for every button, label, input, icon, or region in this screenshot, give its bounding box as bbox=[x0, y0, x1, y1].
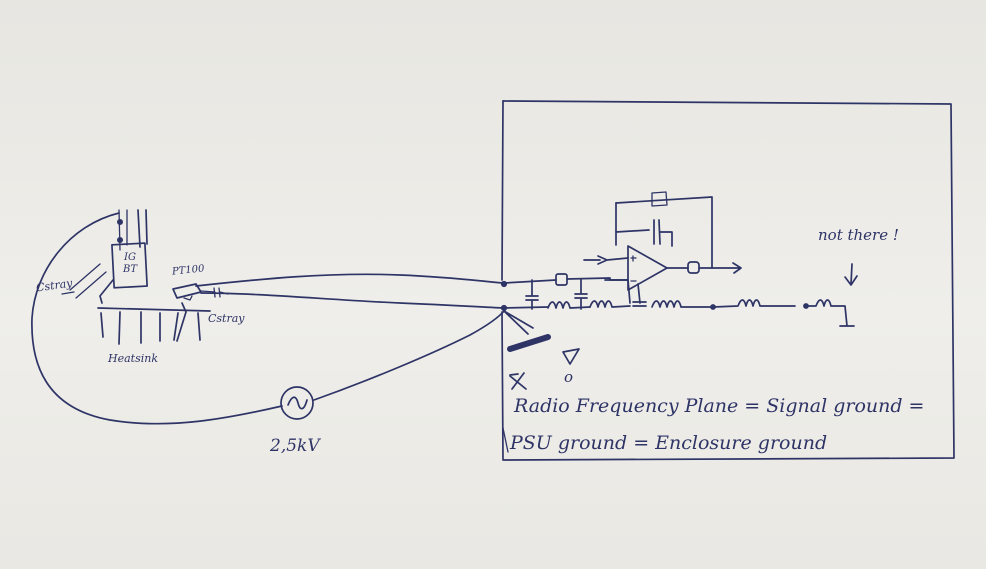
signal-wires bbox=[195, 273, 508, 312]
label-voltage: 2,5kV bbox=[270, 436, 320, 456]
label-small-o: o bbox=[564, 368, 574, 386]
op-amp-circuit bbox=[583, 191, 742, 304]
upper-signal-line bbox=[503, 273, 647, 310]
note-line-2: PSU ground = Enclosure ground bbox=[510, 432, 828, 454]
igbt-block bbox=[99, 209, 148, 304]
lower-ground-line bbox=[503, 299, 855, 327]
down-arrow-icon bbox=[844, 263, 858, 286]
heatsink bbox=[97, 295, 211, 345]
ac-source-icon bbox=[280, 386, 314, 420]
label-igbt: IG BT bbox=[122, 252, 138, 275]
label-not-there: not there ! bbox=[818, 226, 899, 244]
hv-loop-wire bbox=[31, 212, 506, 425]
cross-mark bbox=[509, 372, 527, 390]
stray-capacitor-left bbox=[61, 263, 107, 299]
note-rule bbox=[502, 427, 509, 453]
label-heatsink: Heatsink bbox=[108, 352, 158, 365]
label-c-stray-right: Cstray bbox=[208, 312, 245, 325]
note-line-1: Radio Frequency Plane = Signal ground = bbox=[514, 395, 925, 417]
ground-symbol-icon bbox=[503, 310, 580, 365]
enclosure-box bbox=[501, 100, 955, 461]
